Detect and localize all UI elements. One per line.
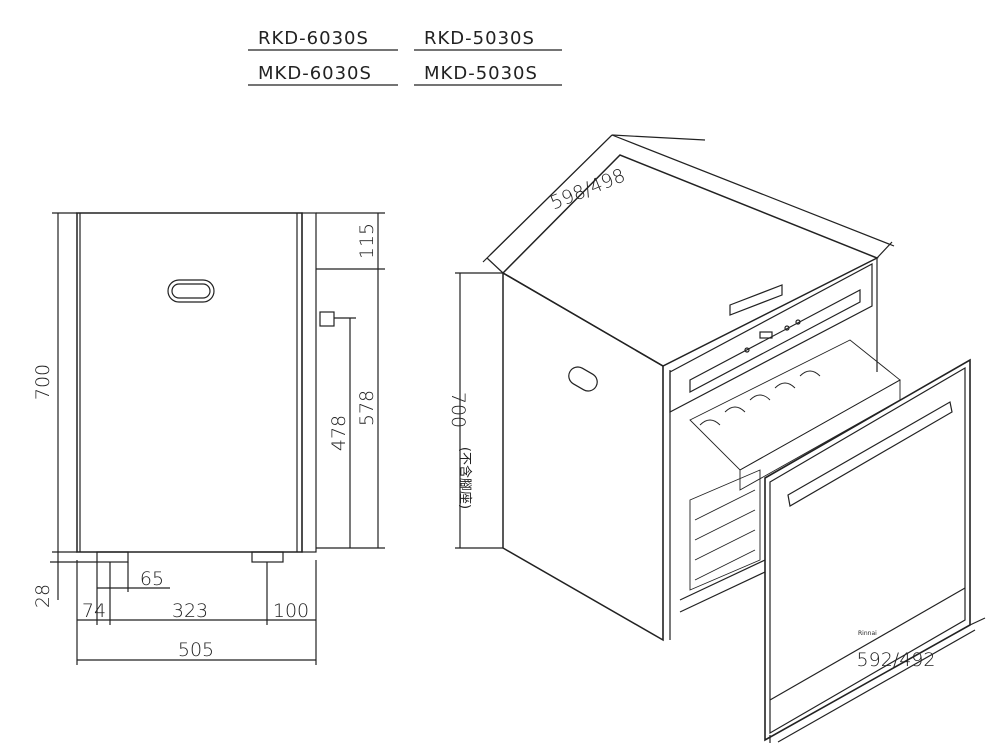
dim-478: 478 — [328, 415, 350, 451]
model-4: MKD-5030S — [424, 63, 538, 84]
dim-28: 28 — [32, 584, 54, 608]
brand-logo: Rinnai — [858, 630, 877, 637]
dim-115: 115 — [356, 223, 378, 259]
model-3: MKD-6030S — [258, 63, 372, 84]
model-2: RKD-5030S — [424, 28, 535, 49]
side-view: 700 115 578 478 28 65 74 323 100 505 — [32, 212, 385, 665]
dim-100: 100 — [273, 600, 309, 622]
dim-598-498: 598/498 — [547, 164, 628, 214]
model-header: RKD-6030S RKD-5030S MKD-6030S MKD-5030S — [248, 28, 562, 86]
dim-505: 505 — [178, 639, 214, 661]
dim-65: 65 — [140, 568, 164, 590]
model-1: RKD-6030S — [258, 28, 369, 49]
dim-323: 323 — [172, 600, 208, 622]
iso-view: Rinnai 598/498 700 (不含腳座) 592/492 — [447, 134, 986, 743]
dim-74: 74 — [82, 600, 106, 622]
dim-578: 578 — [356, 390, 378, 426]
drawer-handle — [787, 401, 953, 507]
iso-handle-slot — [568, 366, 598, 392]
dim-592-492: 592/492 — [857, 649, 936, 671]
handle-slot — [167, 279, 215, 303]
dim-700-iso: 700 — [447, 392, 469, 428]
vent-grille — [729, 284, 783, 316]
height-note: (不含腳座) — [457, 447, 473, 509]
control-panel — [669, 262, 873, 413]
dim-700-side: 700 — [32, 364, 54, 400]
drawer-front — [764, 358, 971, 742]
